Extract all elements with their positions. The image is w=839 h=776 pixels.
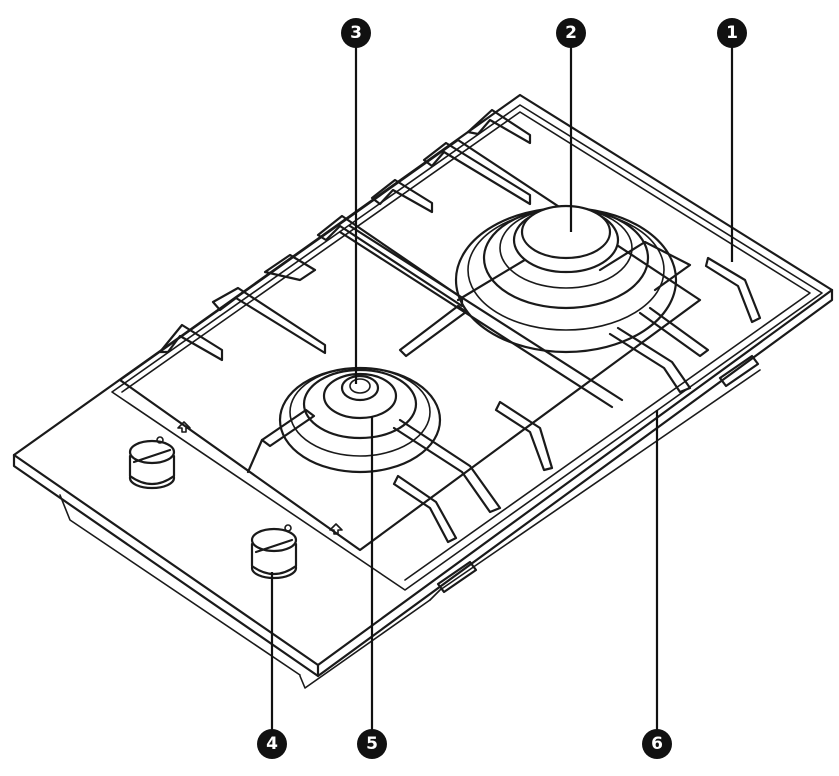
small-burner: [278, 366, 442, 474]
callout-5: 5: [357, 729, 387, 759]
callout-6-label: 6: [651, 734, 663, 754]
callout-4-label: 4: [266, 734, 278, 754]
callout-1: 1: [717, 18, 747, 48]
callout-2: 2: [556, 18, 586, 48]
callout-3: 3: [341, 18, 371, 48]
callout-3-label: 3: [350, 23, 362, 43]
callout-4: 4: [257, 729, 287, 759]
burner-indicator-arrow-right: [329, 523, 343, 535]
callout-6: 6: [642, 729, 672, 759]
callout-1-label: 1: [726, 23, 738, 43]
control-knob-left[interactable]: [128, 436, 176, 490]
pan-grate: [118, 138, 762, 552]
control-knob-right[interactable]: [250, 524, 298, 580]
large-burner: [454, 204, 678, 354]
callout-5-label: 5: [366, 734, 378, 754]
burner-indicator-arrow-left: [177, 421, 191, 433]
callout-2-label: 2: [565, 23, 577, 43]
